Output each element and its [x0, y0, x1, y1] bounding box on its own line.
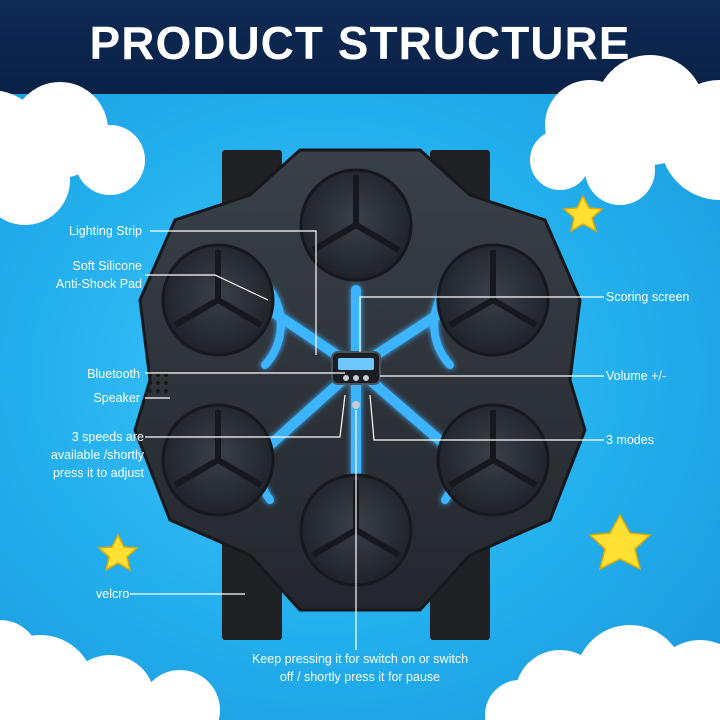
star-icon [588, 513, 652, 571]
pad-lower-right [436, 403, 550, 517]
label-line: Keep pressing it for switch on or switch [251, 652, 469, 666]
label-line: Anti-Shock Pad [55, 277, 142, 291]
label-line: press it to adjust [52, 466, 144, 480]
label-lighting-strip: Lighting Strip [69, 224, 142, 238]
speaker-grille [148, 373, 168, 393]
pad-upper-left [161, 243, 275, 357]
scoring-screen-display [338, 358, 374, 370]
title-banner [0, 0, 720, 94]
volume-button[interactable] [353, 375, 359, 381]
cloud-bottom-right [485, 625, 720, 720]
label-soft-silicone-pad: Soft Silicone Anti-Shock Pad [56, 257, 142, 293]
page-title: PRODUCT STRUCTURE [89, 17, 631, 69]
mode-button[interactable] [343, 375, 349, 381]
label-volume: Volume +/- [606, 369, 667, 383]
label-velcro: velcro [96, 587, 130, 601]
label-speaker: Speaker [93, 391, 140, 405]
pad-top [299, 168, 413, 282]
leader-lines [130, 230, 604, 650]
power-button[interactable] [352, 401, 360, 409]
cloud-bottom-left [0, 620, 220, 720]
label-line: available /shortly [50, 448, 144, 462]
label-bluetooth: Bluetooth [87, 367, 140, 381]
label-line: 3 speeds are [71, 430, 144, 444]
pad-lower-left [161, 403, 275, 517]
star-icon [97, 533, 139, 572]
cloud-top-left [0, 82, 145, 225]
label-scoring-screen: Scoring screen [606, 290, 690, 304]
label-line: off / shortly press it for pause [279, 670, 441, 684]
label-power-button: Keep pressing it for switch on or switch… [200, 650, 520, 686]
pad-upper-right [436, 243, 550, 357]
label-line: Soft Silicone [72, 259, 142, 273]
star-icon [562, 194, 604, 233]
label-modes: 3 modes [606, 433, 654, 447]
cloud-top-right [530, 55, 720, 205]
label-speeds: 3 speeds are available /shortly press it… [51, 428, 144, 482]
speed-button[interactable] [363, 375, 369, 381]
